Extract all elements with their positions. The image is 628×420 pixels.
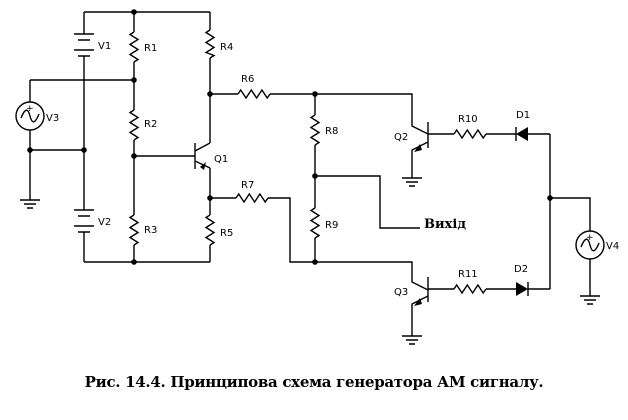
resistor-r2 xyxy=(128,109,140,141)
label-v3: V3 xyxy=(46,113,59,124)
label-d2: D2 xyxy=(514,264,528,275)
v4-plus-sign: + xyxy=(586,233,594,243)
label-r11: R11 xyxy=(458,269,478,280)
junction-dot xyxy=(131,259,137,265)
resistor-r10 xyxy=(453,128,487,140)
resistor-r7 xyxy=(235,192,269,204)
junction-dot xyxy=(547,195,553,201)
label-q2: Q2 xyxy=(394,132,408,143)
label-r7: R7 xyxy=(241,180,254,191)
resistor-r4 xyxy=(204,29,216,59)
label-r8: R8 xyxy=(325,126,338,137)
junction-dot xyxy=(312,259,318,265)
battery-v2 xyxy=(74,209,94,233)
label-r3: R3 xyxy=(144,225,157,236)
label-q1: Q1 xyxy=(214,154,228,165)
label-r4: R4 xyxy=(220,42,233,53)
label-d1: D1 xyxy=(516,110,530,121)
ground-q2 xyxy=(402,177,422,187)
ground-q3 xyxy=(402,335,422,345)
junction-dot xyxy=(131,9,137,15)
resistor-r9 xyxy=(309,207,321,239)
label-r6: R6 xyxy=(241,74,254,85)
junction-dot xyxy=(312,173,318,179)
diode-d2 xyxy=(516,282,529,296)
label-r5: R5 xyxy=(220,228,233,239)
resistor-r5 xyxy=(204,214,216,246)
label-r2: R2 xyxy=(144,119,157,130)
resistor-r8 xyxy=(309,114,321,146)
diode-d1 xyxy=(515,127,528,141)
label-r1: R1 xyxy=(144,43,157,54)
label-r9: R9 xyxy=(325,220,338,231)
label-v4: V4 xyxy=(606,241,619,252)
label-v1: V1 xyxy=(98,41,111,52)
v3-plus-sign: + xyxy=(26,104,34,114)
ground-left xyxy=(20,199,40,209)
junction-dot xyxy=(207,91,213,97)
output-label: Вихід xyxy=(424,217,466,232)
transistor-q3 xyxy=(411,277,429,310)
junction-dot xyxy=(81,147,87,153)
label-q3: Q3 xyxy=(394,287,408,298)
resistor-r3 xyxy=(128,214,140,246)
label-v2: V2 xyxy=(98,217,111,228)
ac-source-v3 xyxy=(15,101,45,131)
junction-dot xyxy=(27,147,33,153)
resistor-r11 xyxy=(453,283,487,295)
junction-dots xyxy=(27,9,553,265)
transistor-q1 xyxy=(194,142,211,170)
junction-dot xyxy=(312,91,318,97)
ground-v4 xyxy=(580,295,600,305)
junction-dot xyxy=(207,195,213,201)
junction-dot xyxy=(131,77,137,83)
resistor-r6 xyxy=(237,88,271,100)
battery-v1 xyxy=(74,33,94,57)
wires xyxy=(29,11,591,336)
ac-source-v4 xyxy=(575,230,605,260)
label-r10: R10 xyxy=(458,114,478,125)
transistor-q2 xyxy=(411,118,429,168)
resistor-r1 xyxy=(128,31,140,63)
junction-dot xyxy=(131,153,137,159)
figure-caption: Рис. 14.4. Принципова схема генератора А… xyxy=(84,373,544,391)
